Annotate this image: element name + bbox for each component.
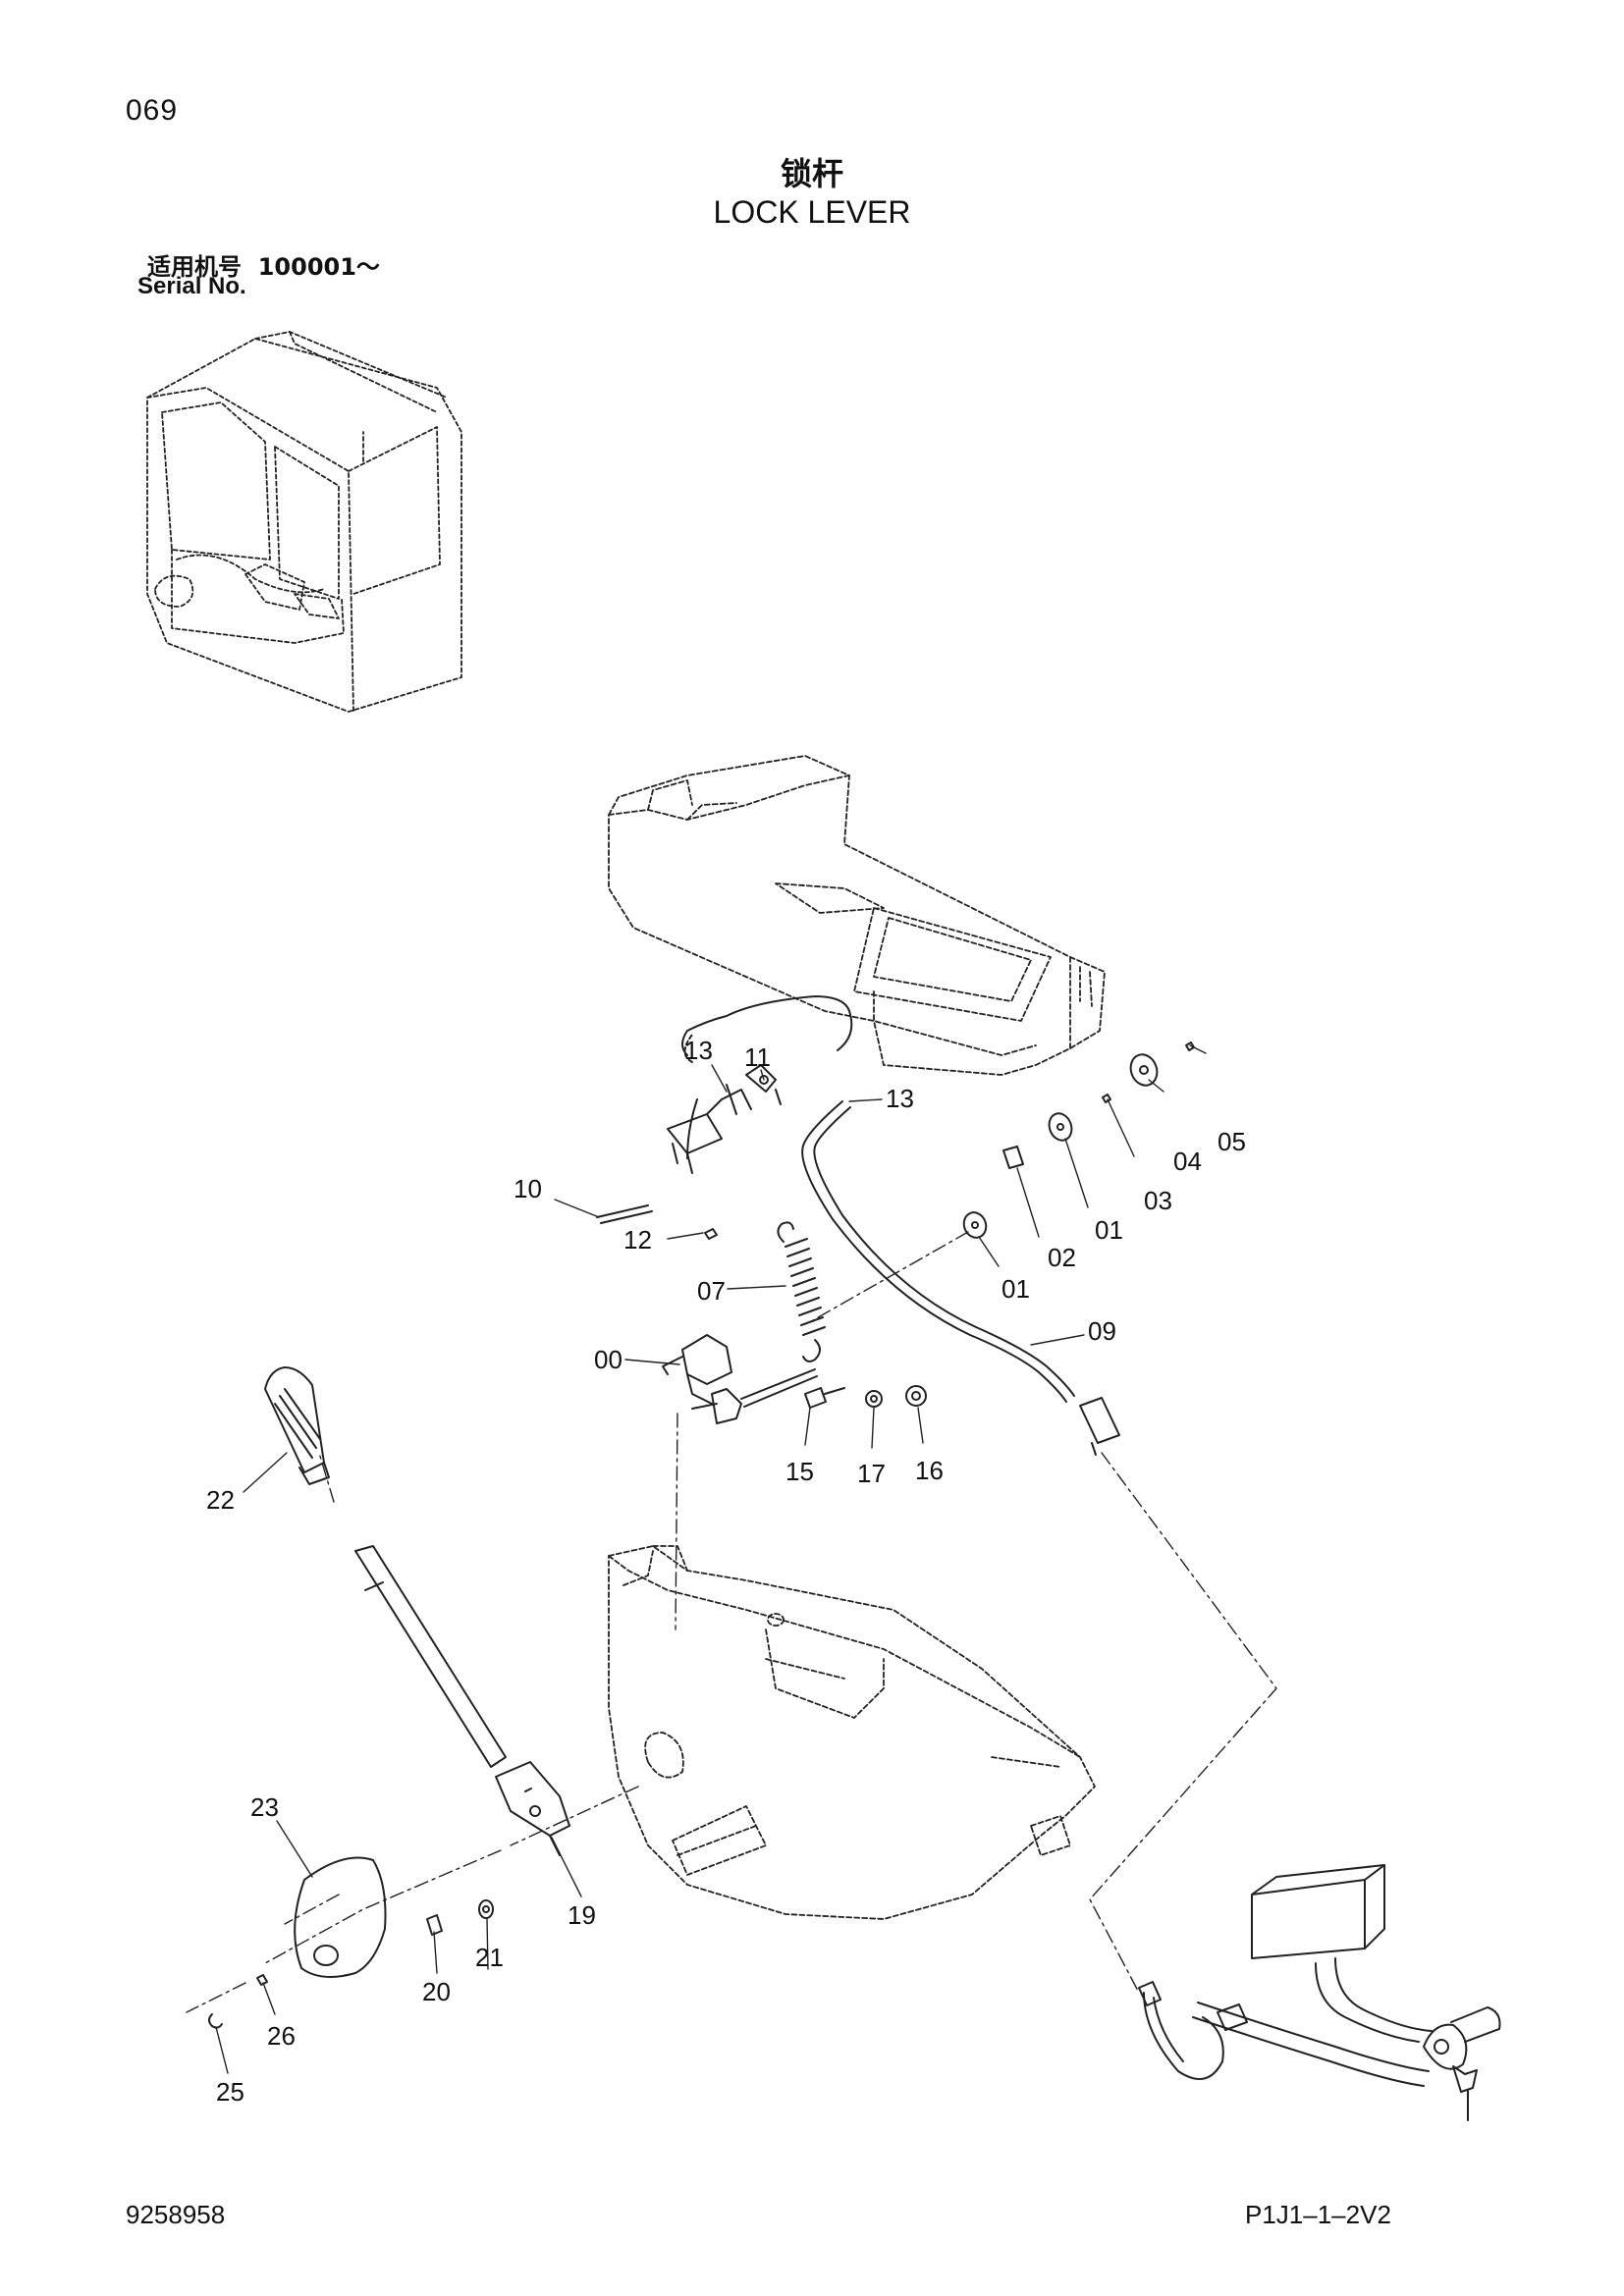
serial-label-english: Serial No. <box>137 273 246 299</box>
console-box <box>608 755 1106 1076</box>
callout-labels: 13 11 13 10 12 05 04 03 01 02 01 07 09 0… <box>206 1036 1246 2107</box>
callout-01-right: 01 <box>1095 1215 1123 1245</box>
callout-01-left: 01 <box>1001 1274 1030 1304</box>
callout-17: 17 <box>857 1459 886 1488</box>
callout-20: 20 <box>422 1977 451 2006</box>
pivot-and-bolt <box>662 1334 927 1424</box>
cable-09 <box>801 1100 1120 1456</box>
callout-22: 22 <box>206 1485 235 1515</box>
sheet-code: P1J1–1–2V2 <box>1245 2200 1391 2229</box>
callout-13-upper: 13 <box>684 1036 713 1065</box>
page-title-chinese: 锁杆 <box>780 155 843 192</box>
callout-11: 11 <box>744 1042 771 1072</box>
callout-04: 04 <box>1173 1147 1202 1176</box>
callout-10: 10 <box>514 1174 542 1203</box>
lock-switch-bracket-assembly <box>596 995 853 1240</box>
callout-21: 21 <box>475 1943 504 1972</box>
cab-overview-illustration <box>146 331 462 713</box>
serial-range: 100001～ <box>257 253 380 281</box>
callout-leaders <box>215 1044 1207 2074</box>
assembly-lines <box>186 1231 1277 2013</box>
callout-26: 26 <box>267 2021 296 2051</box>
callout-25: 25 <box>216 2077 244 2107</box>
page-title-english: LOCK LEVER <box>713 194 911 230</box>
callout-00: 00 <box>594 1345 623 1374</box>
lock-switch-harness <box>1138 1864 1501 2121</box>
drawing-number: 9258958 <box>126 2200 226 2229</box>
callout-09: 09 <box>1088 1316 1116 1346</box>
callout-03: 03 <box>1144 1186 1172 1215</box>
callout-13-right: 13 <box>886 1084 914 1113</box>
callout-07: 07 <box>697 1276 726 1306</box>
lever-cover-shell <box>608 1545 1096 1920</box>
callout-19: 19 <box>568 1900 596 1930</box>
spring-07 <box>777 1221 826 1362</box>
serial-label-chinese: 适用机号 <box>147 253 242 281</box>
callout-23: 23 <box>250 1792 279 1822</box>
callout-12: 12 <box>623 1225 652 1255</box>
callout-16: 16 <box>915 1456 944 1485</box>
callout-05: 05 <box>1218 1127 1246 1156</box>
lock-lever-arm <box>264 1366 570 1856</box>
page-number: 069 <box>126 94 179 127</box>
serial-number-line: 适用机号 100001～ <box>147 247 380 282</box>
callout-02: 02 <box>1048 1243 1076 1272</box>
callout-15: 15 <box>785 1457 814 1486</box>
washer-parts <box>962 1041 1195 1239</box>
lever-end-cover <box>208 1856 494 2029</box>
